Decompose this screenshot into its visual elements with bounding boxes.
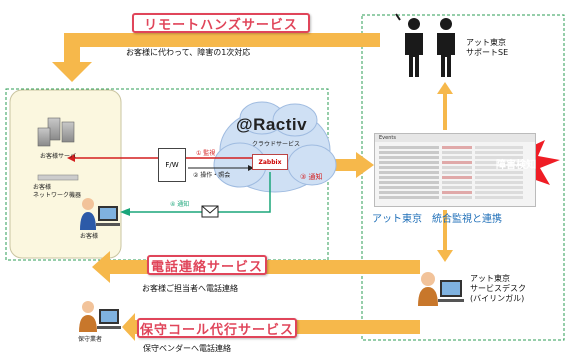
grid-cell <box>379 191 439 194</box>
monitor-grid-row <box>379 161 531 164</box>
monitor-grid-row <box>379 191 531 194</box>
service-desk-label-1: アット東京 <box>470 274 510 283</box>
phone-contact-note: お客様ご担当者へ電話連絡 <box>142 284 238 293</box>
escalation-arrow <box>316 152 374 178</box>
operate-flow-label: ② 操作・照会 <box>193 172 231 179</box>
grid-cell <box>442 156 472 159</box>
grid-cell <box>475 156 523 159</box>
alert-text: 障害検知 <box>496 160 536 171</box>
phone-contact-banner: 電話連絡サービス <box>147 255 267 275</box>
notify-left-label: ④ 通知 <box>170 201 190 208</box>
remote-hands-banner: リモートハンズサービス <box>132 13 310 33</box>
firewall-box: F/W <box>158 148 186 182</box>
grid-cell <box>379 181 439 184</box>
network-device-icon <box>37 174 79 181</box>
grid-cell <box>379 176 439 179</box>
grid-cell <box>475 191 523 194</box>
customer-area <box>9 89 122 259</box>
server-label: お客様サーバ <box>40 153 76 160</box>
monitor-grid-row <box>379 146 531 149</box>
grid-cell <box>442 186 472 189</box>
maintenance-call-banner: 保守コール代行サービス <box>137 318 297 338</box>
grid-cell <box>475 176 523 179</box>
integration-caption: アット東京 統合監視と連携 <box>372 214 502 225</box>
grid-cell <box>379 156 439 159</box>
operate-flow-arrow <box>188 165 254 171</box>
down-to-desk-arrow <box>437 210 453 262</box>
service-desk-label-3: (バイリンガル) <box>470 294 525 303</box>
monitor-flow-label: ① 監視 <box>196 150 216 157</box>
envelope-icon <box>201 205 219 218</box>
service-desk-label-2: サービスデスク <box>470 284 526 293</box>
grid-cell <box>475 161 523 164</box>
monitor-panel-title: Events <box>375 134 535 142</box>
cloud-subtitle: クラウドサービス <box>252 141 301 148</box>
zabbix-box: Zabbix <box>252 154 288 170</box>
support-se-label-1: アット東京 <box>466 38 506 47</box>
grid-cell <box>442 176 472 179</box>
grid-cell <box>442 181 472 184</box>
grid-cell <box>442 171 472 174</box>
grid-cell <box>475 146 523 149</box>
at-tokyo-dashed-frame <box>361 14 565 341</box>
maintenance-call-note: 保守ベンダーへ電話連絡 <box>143 344 231 353</box>
grid-cell <box>442 196 472 199</box>
remote-hands-arrow <box>52 33 380 82</box>
vendor-person-icon <box>79 301 121 332</box>
grid-cell <box>442 166 472 169</box>
grid-cell <box>475 181 523 184</box>
support-se-label-2: サポートSE <box>466 48 509 57</box>
monitor-grid-row <box>379 166 531 169</box>
monitor-grid-row <box>379 156 531 159</box>
monitor-grid-row <box>379 196 531 199</box>
monitor-grid-row <box>379 176 531 179</box>
monitor-grid-row <box>379 171 531 174</box>
grid-cell <box>475 171 523 174</box>
integrated-monitor-screen: Events <box>374 133 536 207</box>
grid-cell <box>475 186 523 189</box>
grid-cell <box>475 166 523 169</box>
customer-person-label: お客様 <box>80 233 99 240</box>
ractiv-logo: @Ractiv <box>236 115 308 134</box>
grid-cell <box>379 166 439 169</box>
grid-cell <box>442 146 472 149</box>
grid-cell <box>379 186 439 189</box>
grid-cell <box>442 191 472 194</box>
network-label-2: ネットワーク機器 <box>33 192 82 199</box>
grid-cell <box>379 161 439 164</box>
person-at-pc-icon <box>80 198 120 230</box>
notify-right-label: ③ 通知 <box>300 173 323 181</box>
vendor-label: 保守業者 <box>78 336 103 343</box>
monitor-grid-row <box>379 181 531 184</box>
grid-cell <box>379 151 439 154</box>
service-desk-person-icon <box>418 272 464 306</box>
monitor-grid <box>375 142 535 203</box>
monitor-grid-row <box>379 186 531 189</box>
grid-cell <box>379 146 439 149</box>
cloud-shape <box>213 101 337 193</box>
grid-cell <box>379 196 439 199</box>
network-label-1: お客様 <box>33 184 52 191</box>
grid-cell <box>475 151 523 154</box>
monitor-grid-row <box>379 151 531 154</box>
engineer-silhouette-icon <box>395 13 455 77</box>
grid-cell <box>442 161 472 164</box>
remote-hands-note: お客様に代わって、障害の1次対応 <box>126 48 251 57</box>
grid-cell <box>475 196 523 199</box>
grid-cell <box>379 171 439 174</box>
up-to-se-arrow <box>437 82 453 130</box>
server-icon <box>37 117 75 147</box>
grid-cell <box>442 151 472 154</box>
notify-flow-arrow <box>120 172 271 216</box>
